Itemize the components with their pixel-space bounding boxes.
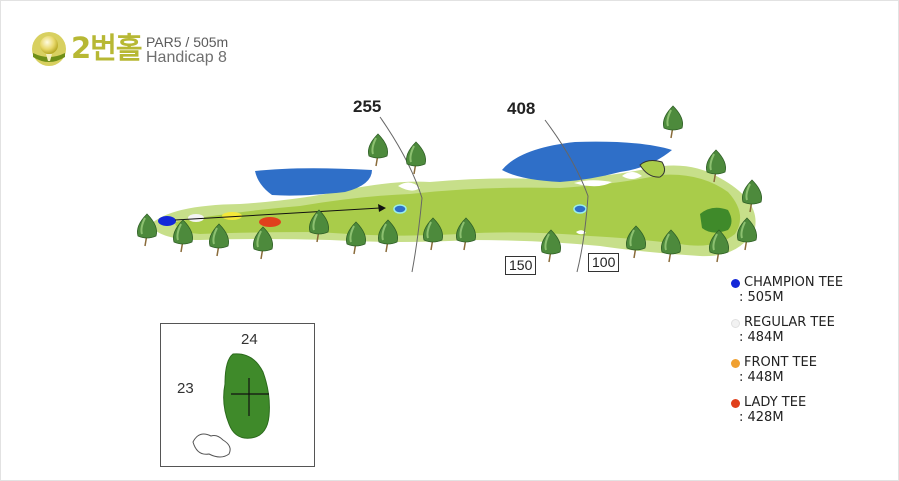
tree-icon — [309, 209, 329, 243]
green-depth-number: 24 — [241, 331, 258, 348]
water-hazard-right — [502, 141, 672, 182]
yardage-box-100: 100 — [588, 253, 620, 272]
tree-icon — [209, 223, 229, 257]
lady-tee-box — [259, 217, 281, 227]
tree-icon — [406, 141, 426, 175]
tree-icon — [423, 217, 443, 251]
tree-icon — [137, 213, 157, 247]
par-distance: PAR5 / 505m — [146, 34, 229, 50]
tree-icon — [709, 229, 729, 263]
tree-icon — [626, 225, 646, 259]
legend-distance: : 505M — [739, 290, 784, 305]
bunker — [639, 160, 666, 178]
tree-icon — [663, 105, 683, 139]
green-detail-map — [192, 353, 270, 458]
regular-tee-box — [188, 214, 204, 222]
tree-icon — [661, 229, 681, 263]
target-marker — [573, 204, 587, 214]
tree-icon — [742, 179, 762, 213]
shot-arrow-icon — [378, 204, 386, 212]
champion-tee-dot-icon — [731, 279, 740, 288]
bunker — [622, 172, 642, 179]
shot-line — [174, 207, 381, 221]
tee-legend: CHAMPION TEE : 505M REGULAR TEE : 484M F… — [731, 274, 891, 434]
distance-marker-255: 255 — [353, 97, 382, 116]
legend-item-champion-tee: CHAMPION TEE : 505M — [731, 274, 891, 314]
legend-label: LADY TEE — [744, 395, 807, 410]
hole-title: 2번홀 — [71, 31, 143, 65]
legend-distance: : 484M — [739, 330, 784, 345]
tree-icon — [378, 219, 398, 253]
legend-item-lady-tee: LADY TEE : 428M — [731, 394, 891, 434]
green-width-number: 23 — [177, 380, 194, 397]
tree-icon — [737, 217, 757, 251]
tree-icon — [368, 133, 388, 167]
bunker — [398, 182, 420, 191]
distance-marker-408: 408 — [507, 99, 536, 118]
distance-line-255 — [379, 116, 423, 273]
handicap: Handicap 8 — [146, 49, 227, 66]
legend-label: FRONT TEE — [744, 355, 817, 370]
trees — [137, 105, 762, 263]
bunker-detail — [192, 433, 231, 458]
regular-tee-dot-icon — [731, 319, 740, 328]
front-tee-dot-icon — [731, 359, 740, 368]
yardage-box-150: 150 — [505, 256, 537, 275]
tree-icon — [706, 149, 726, 183]
tree-icon — [173, 219, 193, 253]
champion-tee-box — [158, 216, 176, 226]
legend-distance: : 448M — [739, 370, 784, 385]
water-hazard-left — [255, 168, 372, 196]
legend-label: CHAMPION TEE — [744, 275, 844, 290]
tree-icon — [456, 217, 476, 251]
legend-label: REGULAR TEE — [744, 315, 835, 330]
tree-icon — [541, 229, 561, 263]
putting-green — [700, 207, 732, 233]
legend-item-regular-tee: REGULAR TEE : 484M — [731, 314, 891, 354]
front-tee-box — [222, 212, 242, 220]
golf-ball-logo-icon — [32, 32, 66, 66]
legend-item-front-tee: FRONT TEE : 448M — [731, 354, 891, 394]
lady-tee-dot-icon — [731, 399, 740, 408]
target-marker — [393, 204, 407, 214]
distance-line-408 — [544, 119, 589, 273]
tree-icon — [253, 226, 273, 260]
bunker — [576, 230, 586, 235]
legend-distance: : 428M — [739, 410, 784, 425]
green-detail-shape — [223, 353, 270, 439]
tree-icon — [346, 221, 366, 255]
green-detail-inset: 24 23 — [160, 323, 315, 467]
